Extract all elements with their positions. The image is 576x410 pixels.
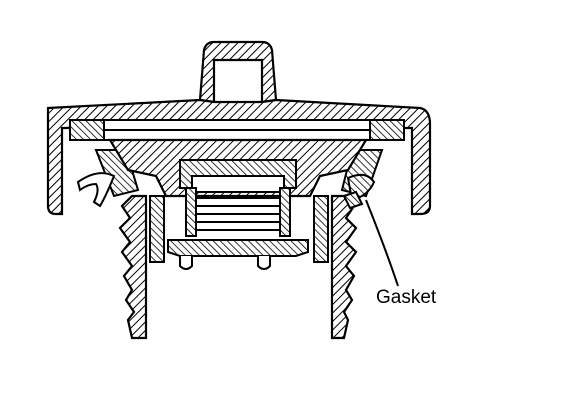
inner-plate [69, 119, 405, 141]
gasket-leader-line [365, 199, 399, 287]
gasket-label: Gasket [376, 287, 437, 308]
filler-neck-left [118, 194, 148, 340]
plate-right-edge [369, 119, 405, 141]
gasket-shape [342, 173, 376, 210]
pressure-valve [167, 159, 309, 270]
filler-neck-right [330, 194, 358, 340]
plate-left-edge [69, 119, 105, 141]
valve-housing [149, 195, 329, 263]
